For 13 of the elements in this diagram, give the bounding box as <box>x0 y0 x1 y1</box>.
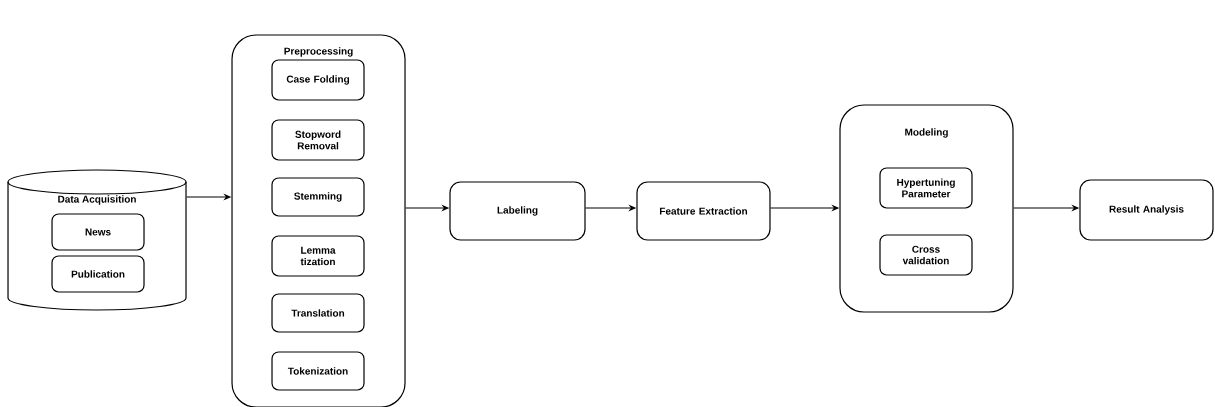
process-box: Feature Extraction <box>636 181 771 241</box>
process-box: Publication <box>51 255 145 293</box>
process-box: Cross validation <box>879 234 973 276</box>
process-box: Case Folding <box>271 59 365 101</box>
process-box: Stopword Removal <box>271 119 365 161</box>
process-box: Hypertuning Parameter <box>879 167 973 209</box>
process-box: Translation <box>271 293 365 333</box>
process-box: Labeling <box>449 181 586 241</box>
process-box: News <box>51 213 145 251</box>
process-box: Tokenization <box>271 351 365 391</box>
process-box: Result Analysis <box>1079 179 1214 241</box>
process-box: Stemming <box>271 177 365 217</box>
process-box: Lemma tization <box>271 235 365 277</box>
